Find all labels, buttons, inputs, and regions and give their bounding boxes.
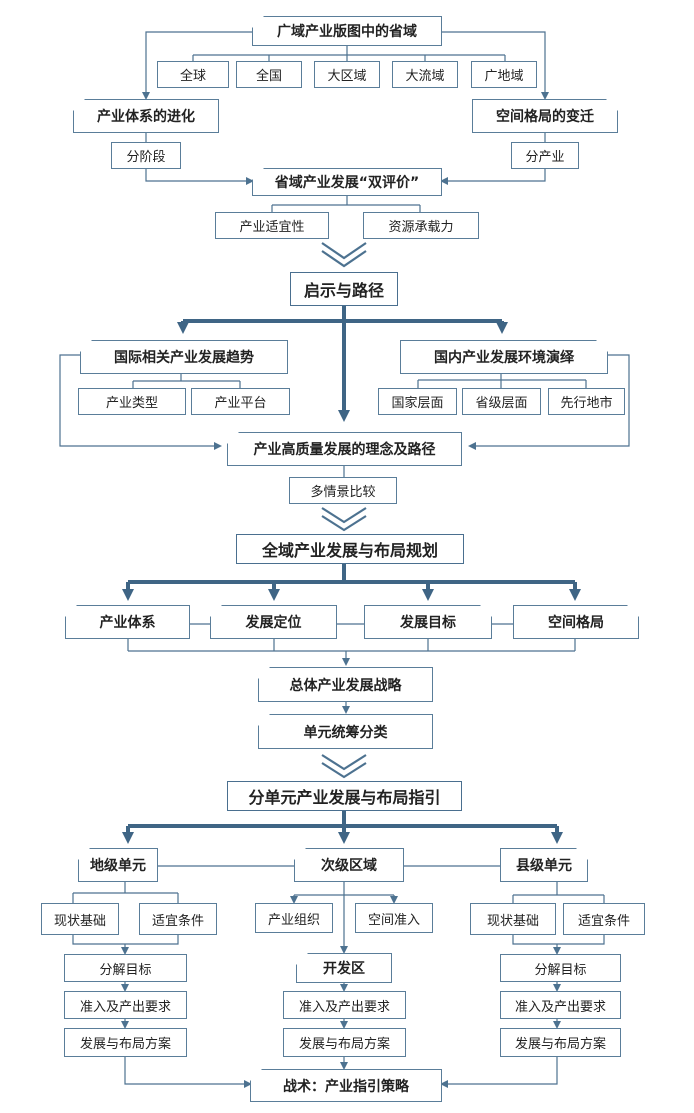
national-level: 国家层面 [378,388,457,415]
spatial-access: 空间准入 [355,903,433,933]
high-quality-development: 产业高质量发展的理念及路径 [227,432,462,466]
suitable-conditions-left: 适宜条件 [139,903,217,935]
sub-region: 次级区域 [294,848,404,882]
tactics-strategy: 战术：产业指引策略 [250,1069,442,1102]
entry-output-left: 准入及产出要求 [64,991,187,1019]
industry-organization: 产业组织 [255,903,333,933]
insights-paths-header: 启示与路径 [290,272,398,306]
county-unit: 县级单元 [500,848,588,882]
multi-scenario: 多情景比较 [289,477,397,504]
prefecture-unit: 地级单元 [78,848,158,882]
target-breakdown-right: 分解目标 [500,954,621,982]
target-breakdown-left: 分解目标 [64,954,187,982]
by-stage: 分阶段 [111,142,181,169]
scope-region: 大区域 [314,61,380,88]
provincial-level: 省级层面 [462,388,541,415]
layout-plan-center: 发展与布局方案 [283,1028,406,1057]
layout-plan-left: 发展与布局方案 [64,1028,187,1057]
by-industry: 分产业 [511,142,579,169]
scope-national: 全国 [236,61,302,88]
spatial-change: 空间格局的变迁 [472,99,618,133]
industry-suitability: 产业适宜性 [215,212,329,239]
resource-capacity: 资源承载力 [363,212,479,239]
chevron-down-icon [321,242,367,268]
domestic-environment: 国内产业发展环境演绎 [400,340,608,374]
unit-classification: 单元统筹分类 [258,714,433,749]
unit-guidance-header: 分单元产业发展与布局指引 [227,781,462,811]
chevron-down-icon [321,754,367,779]
scope-global: 全球 [157,61,229,88]
overall-planning-header: 全域产业发展与布局规划 [236,534,464,564]
development-goals: 发展目标 [364,605,492,639]
current-base-left: 现状基础 [41,903,119,935]
layout-plan-right: 发展与布局方案 [500,1028,621,1057]
current-base-right: 现状基础 [470,903,556,935]
development-zone: 开发区 [296,953,392,983]
entry-output-right: 准入及产出要求 [500,991,621,1019]
scope-territory: 广地域 [471,61,537,88]
industry-system: 产业体系 [65,605,190,639]
industry-platforms: 产业平台 [191,388,290,415]
development-positioning: 发展定位 [210,605,337,639]
chevron-down-icon [321,507,367,532]
scope-basin: 大流域 [392,61,458,88]
domain-title: 广域产业版图中的省域 [252,16,442,46]
spatial-layout: 空间格局 [513,605,639,639]
pilot-cities: 先行地市 [548,388,625,415]
suitable-conditions-right: 适宜条件 [563,903,645,935]
dual-evaluation: 省域产业发展“双评价” [252,168,442,196]
international-trends: 国际相关产业发展趋势 [80,340,288,374]
industry-evolution: 产业体系的进化 [73,99,219,133]
entry-output-center: 准入及产出要求 [283,991,406,1019]
overall-strategy: 总体产业发展战略 [258,667,433,702]
industry-types: 产业类型 [78,388,186,415]
